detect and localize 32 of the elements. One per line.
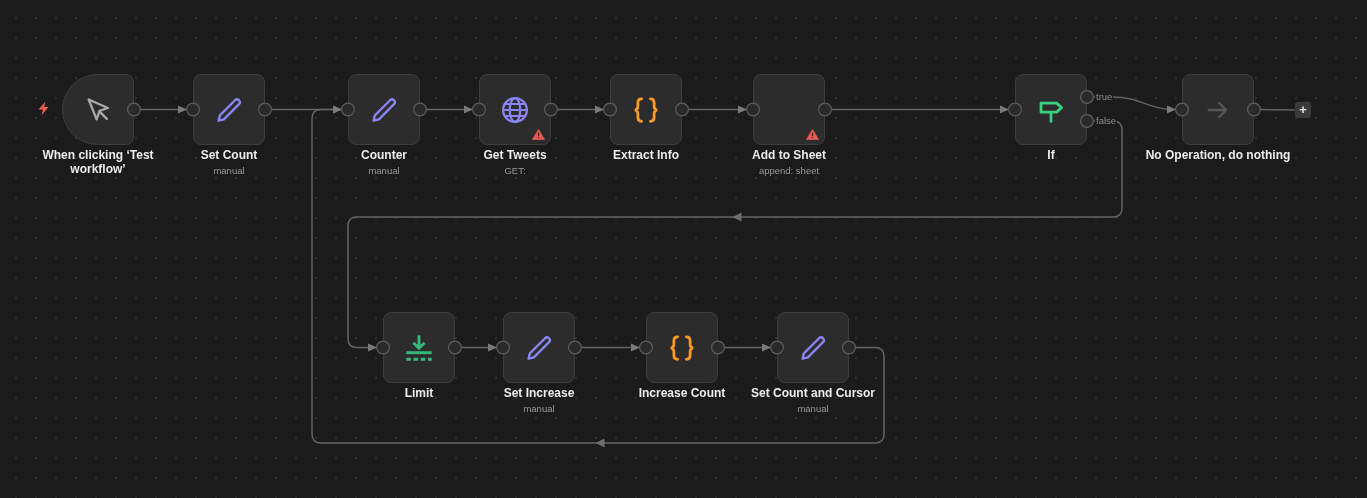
node-title: When clicking ‘Test workflow’ <box>41 148 155 176</box>
connector-arrow <box>426 105 473 114</box>
connector-arrow <box>461 343 497 352</box>
node-title: Counter <box>361 148 407 162</box>
edge-label: false <box>1095 115 1118 127</box>
node-title: Get Tweets <box>483 148 547 162</box>
add-button: + <box>1295 102 1311 118</box>
node-subtitle: append: sheet <box>758 165 820 177</box>
node-title: Extract Info <box>613 148 679 162</box>
connector-line <box>1260 108 1296 111</box>
node-title: Limit <box>404 386 434 400</box>
connector-arrow <box>140 105 187 114</box>
edge-label: true <box>1095 91 1114 103</box>
node-subtitle: manual <box>797 403 829 415</box>
connector-arrow <box>581 343 640 352</box>
node-title: Set Count and Cursor <box>751 386 875 400</box>
connector-arrow <box>557 105 604 114</box>
node-title: Set Count <box>200 148 258 162</box>
connector-arrow <box>724 343 771 352</box>
connector-arrow <box>311 105 885 444</box>
node-subtitle: manual <box>368 165 400 177</box>
node-title: Add to Sheet <box>752 148 826 162</box>
node-subtitle: GET: <box>504 165 526 177</box>
node-subtitle: manual <box>213 165 245 177</box>
node-title: If <box>1047 148 1055 162</box>
node-title: Set Increase <box>503 386 575 400</box>
node-title: Increase Count <box>638 386 726 400</box>
connector-arrow <box>831 105 1009 114</box>
node-subtitle: manual <box>523 403 555 415</box>
connector-arrow <box>688 105 747 114</box>
node-title: No Operation, do nothing <box>1145 148 1291 162</box>
connector-arrow <box>347 120 1123 352</box>
